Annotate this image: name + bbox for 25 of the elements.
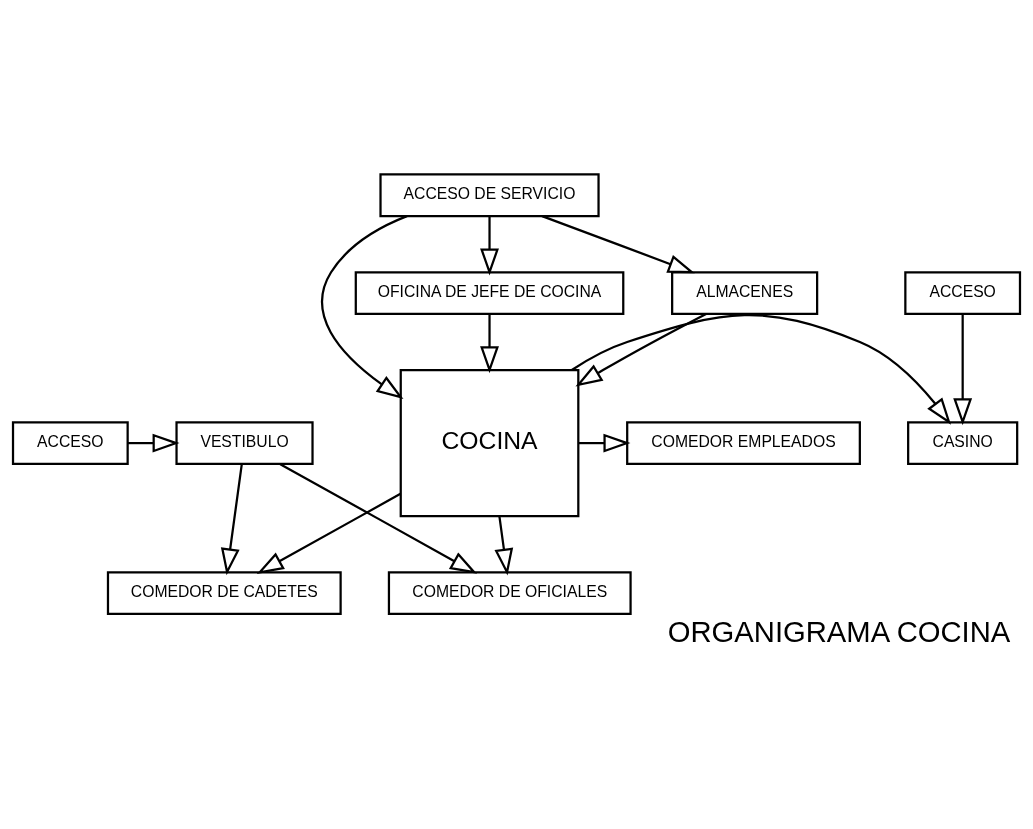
node-box: ACCESO bbox=[11, 420, 129, 465]
arrow bbox=[220, 463, 243, 575]
arrow bbox=[127, 433, 180, 453]
arrow bbox=[575, 312, 707, 387]
caption: ORGANIGRAMA COCINA bbox=[667, 615, 1011, 648]
node-box: OFICINA DE JEFE DE COCINA bbox=[354, 270, 625, 315]
arrow bbox=[494, 515, 514, 575]
arrow bbox=[571, 313, 952, 425]
node-box: COMEDOR DE OFICIALES bbox=[387, 570, 632, 615]
node-box: VESTIBULO bbox=[175, 420, 314, 465]
arrow bbox=[541, 214, 695, 273]
node-box: ACCESO DE SERVICIO bbox=[379, 172, 600, 217]
node-box: CASINO bbox=[907, 420, 1019, 465]
arrow bbox=[256, 492, 401, 574]
arrow bbox=[279, 462, 478, 574]
arrow bbox=[320, 214, 408, 399]
node-box: ACCESO bbox=[904, 270, 1022, 315]
arrow bbox=[480, 215, 499, 276]
arrow bbox=[480, 313, 499, 373]
arrow bbox=[953, 313, 973, 425]
node-box: COMEDOR EMPLEADOS bbox=[626, 420, 861, 465]
node-box: COMEDOR DE CADETES bbox=[106, 570, 342, 615]
node-box: ALMACENES bbox=[671, 270, 819, 315]
arrow bbox=[578, 433, 631, 453]
node-box: COCINA bbox=[399, 368, 580, 517]
